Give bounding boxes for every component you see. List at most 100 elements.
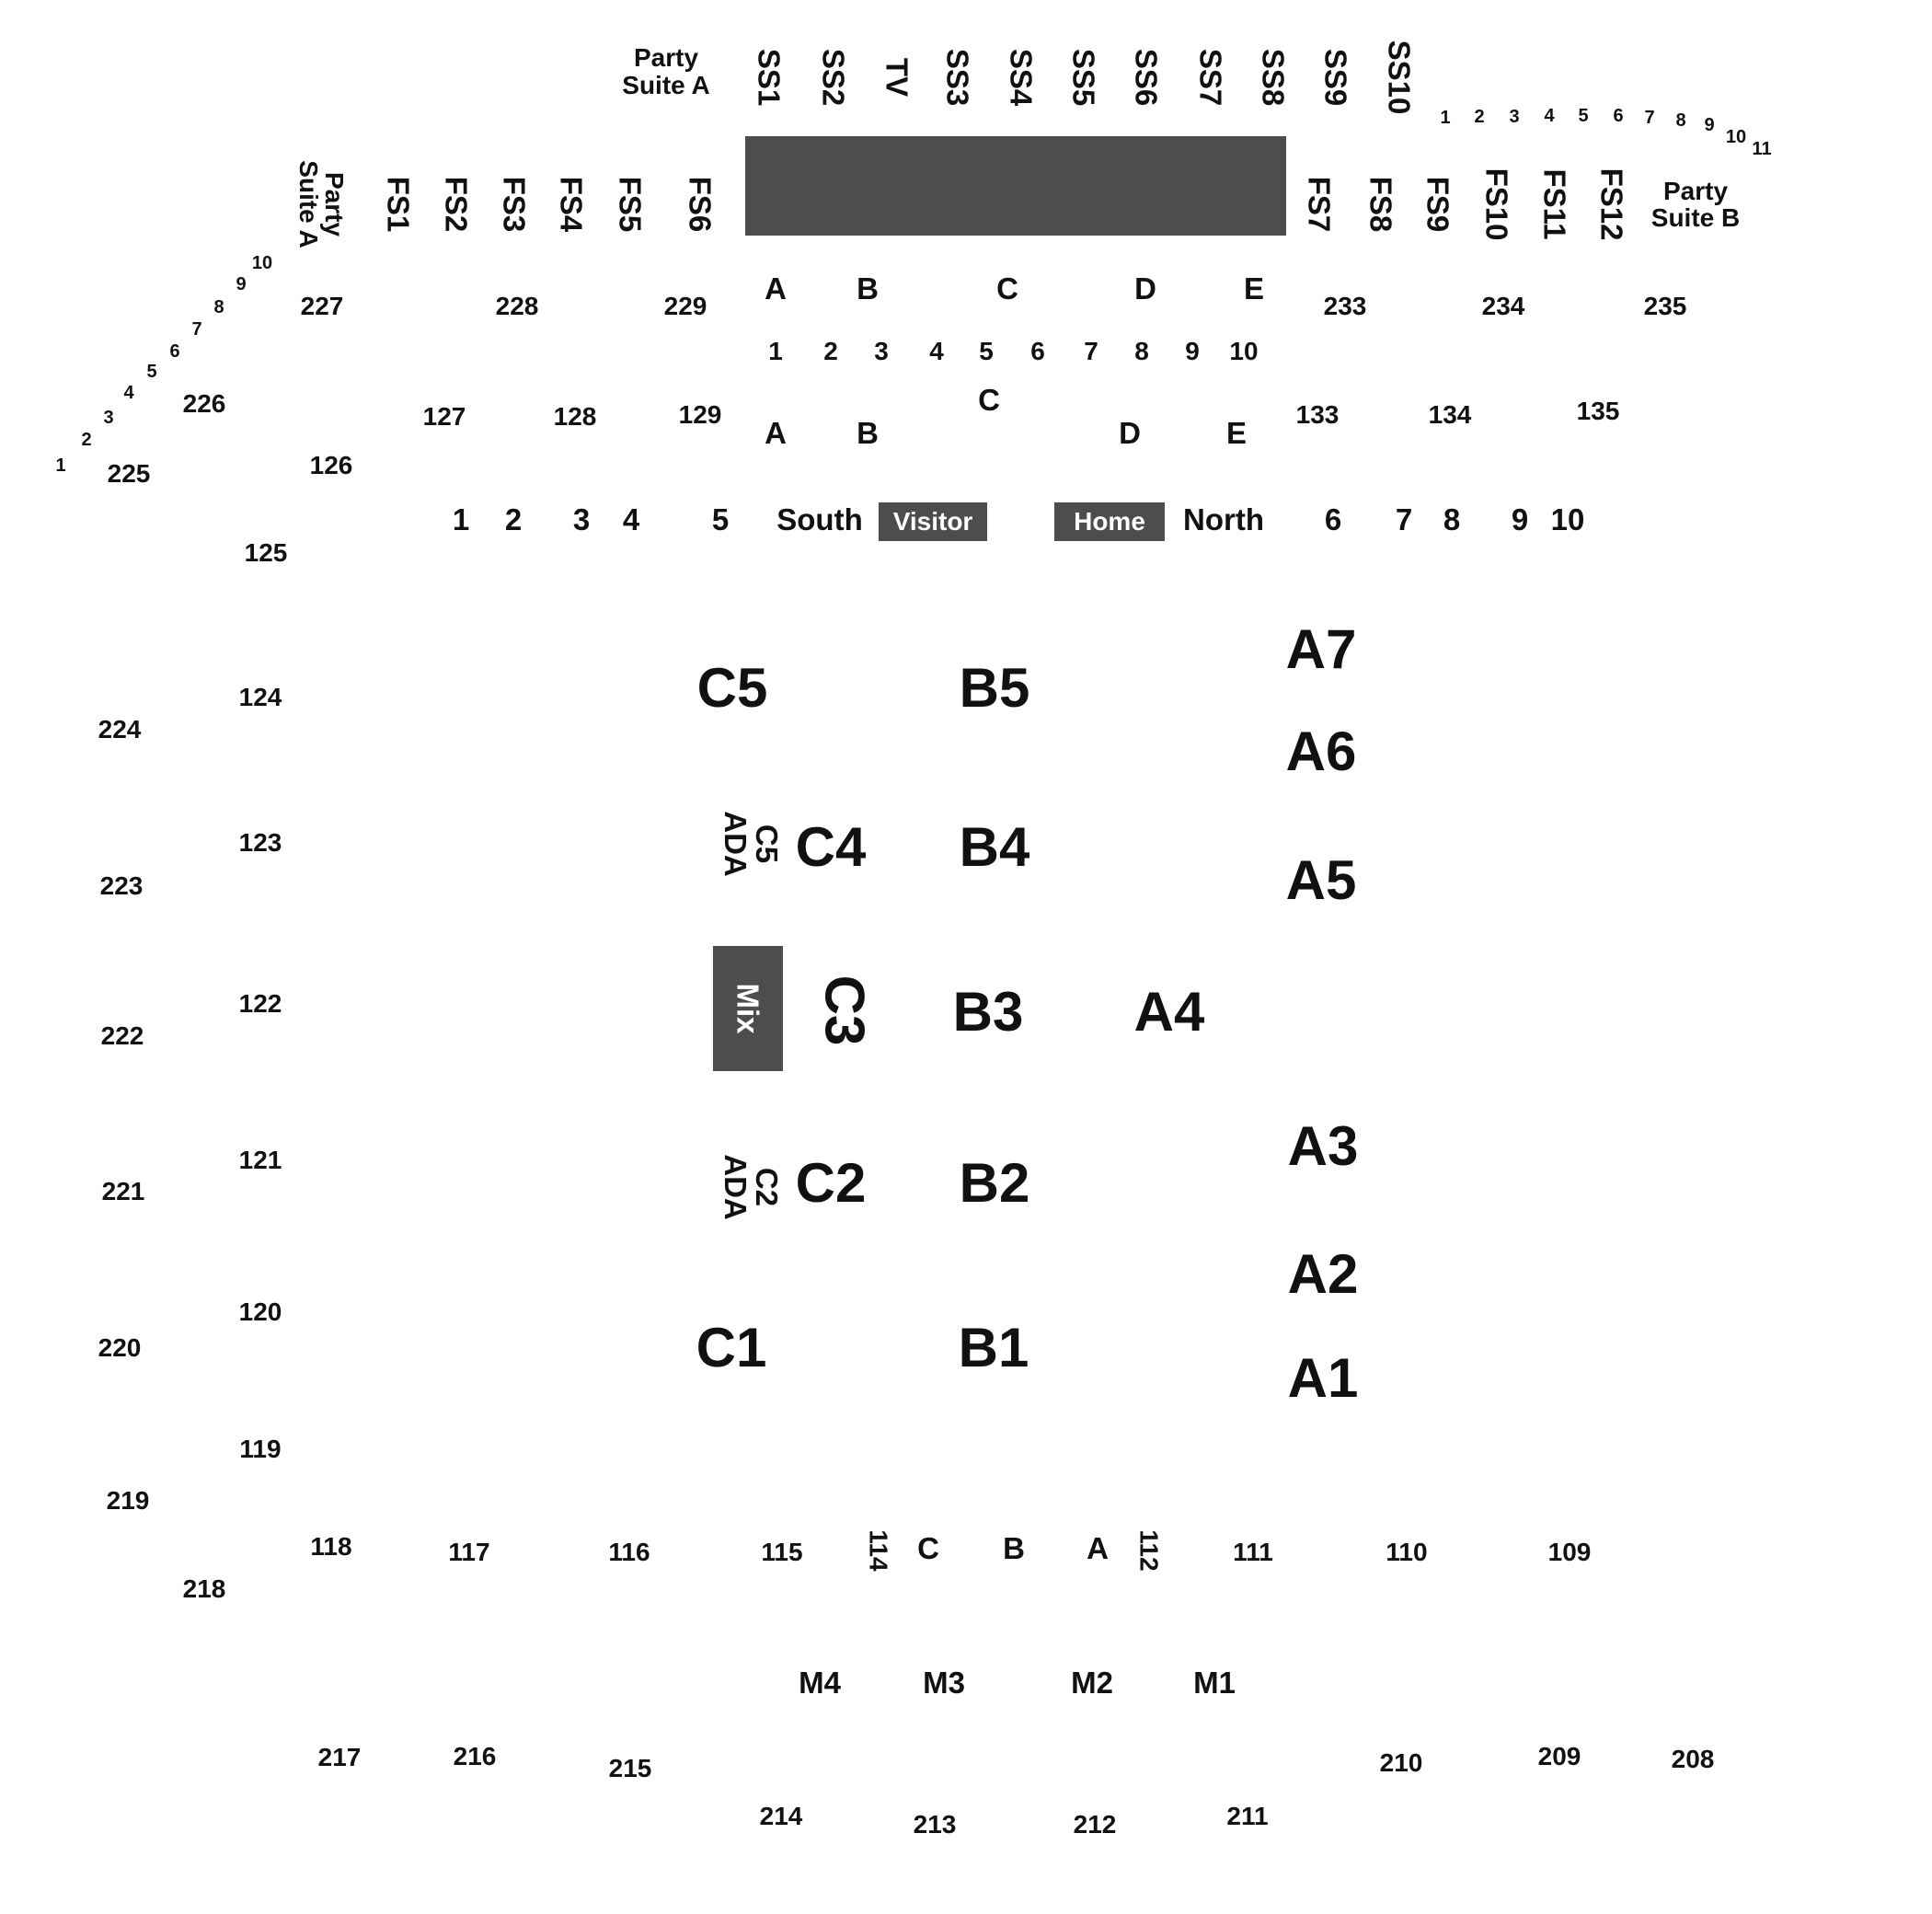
field-suite-fs2: FS2 <box>440 177 474 233</box>
floor-section-c1: C1 <box>696 1317 767 1378</box>
skybox-ss2: SS2 <box>817 49 851 106</box>
row-label: B <box>1003 1531 1025 1565</box>
ada-c5-label: C5 <box>750 824 784 863</box>
ada-c2-label: C2 <box>750 1168 784 1206</box>
section-125: 125 <box>245 538 288 567</box>
seat-number: 4 <box>1544 106 1555 126</box>
skybox-ss7: SS7 <box>1194 49 1228 106</box>
section-135: 135 <box>1577 397 1620 425</box>
section-114: 114 <box>865 1529 893 1572</box>
floor-section-c5: C5 <box>697 657 768 719</box>
mix-position-label: Mix <box>731 983 765 1034</box>
skybox-ss9: SS9 <box>1319 49 1353 106</box>
bench-number: 8 <box>1443 502 1460 536</box>
section-129: 129 <box>679 400 722 429</box>
floor-section-b4: B4 <box>960 816 1030 878</box>
center-number: 4 <box>929 337 944 365</box>
seat-number: 9 <box>236 274 246 294</box>
seat-number: 7 <box>1644 108 1654 128</box>
seat-number: 9 <box>1704 115 1714 135</box>
seat-number: 1 <box>55 455 65 476</box>
section-109: 109 <box>1548 1538 1592 1566</box>
center-number: 1 <box>768 337 783 365</box>
field-suite-fs5: FS5 <box>614 177 648 233</box>
section-220: 220 <box>98 1333 142 1362</box>
skybox-ss6: SS6 <box>1130 49 1164 106</box>
floor-section-a6: A6 <box>1286 721 1357 782</box>
floor-section-a5: A5 <box>1286 849 1357 911</box>
seat-number: 6 <box>1613 106 1623 126</box>
section-112: 112 <box>1135 1529 1164 1571</box>
section-126: 126 <box>310 451 353 479</box>
field-suite-fs3: FS3 <box>498 177 532 233</box>
section-217: 217 <box>318 1743 362 1771</box>
center-number: 8 <box>1134 337 1149 365</box>
section-229: 229 <box>664 292 707 320</box>
mix-position-box <box>713 946 783 1071</box>
section-216: 216 <box>454 1742 497 1770</box>
mezzanine-m3: M3 <box>923 1666 965 1700</box>
row-label: C <box>996 271 1018 306</box>
mezzanine-m4: M4 <box>799 1666 841 1700</box>
row-label: E <box>1226 416 1247 450</box>
field-suite-fs8: FS8 <box>1364 177 1398 233</box>
seat-number: 5 <box>1578 106 1588 126</box>
seat-number: 3 <box>1509 107 1519 127</box>
section-124: 124 <box>239 683 282 711</box>
seat-number: 8 <box>1675 110 1685 131</box>
section-213: 213 <box>914 1810 957 1839</box>
row-label: D <box>1119 416 1141 450</box>
section-208: 208 <box>1672 1745 1715 1773</box>
section-233: 233 <box>1324 292 1367 320</box>
bench-number: 5 <box>712 502 729 536</box>
center-number: 7 <box>1084 337 1098 365</box>
skybox-tv: TV <box>880 58 914 97</box>
bench-number: 10 <box>1551 502 1585 536</box>
section-226: 226 <box>183 389 226 418</box>
section-212: 212 <box>1074 1810 1117 1839</box>
row-label: A <box>765 271 787 306</box>
row-label: A <box>765 416 787 450</box>
floor-section-c2: C2 <box>796 1152 867 1214</box>
end-north: North <box>1183 502 1264 536</box>
floor-section-c3: C3 <box>814 975 876 1046</box>
row-label: E <box>1244 271 1264 306</box>
seat-number: 1 <box>1440 108 1450 128</box>
bench-number: 2 <box>505 502 522 536</box>
section-116: 116 <box>608 1538 650 1566</box>
center-number: 5 <box>979 337 994 365</box>
bench-number: 6 <box>1325 502 1341 536</box>
section-111: 111 <box>1233 1538 1273 1566</box>
seat-number: 10 <box>252 253 272 273</box>
section-127: 127 <box>423 402 466 431</box>
section-224: 224 <box>98 715 142 744</box>
floor-section-a7: A7 <box>1286 618 1357 680</box>
section-121: 121 <box>239 1146 282 1174</box>
section-235: 235 <box>1644 292 1687 320</box>
skybox-ss4: SS4 <box>1005 49 1039 107</box>
floor-section-b5: B5 <box>960 657 1030 719</box>
row-label: C <box>978 383 1000 417</box>
section-225: 225 <box>108 459 151 488</box>
skybox-ss5: SS5 <box>1067 49 1101 106</box>
field-suite-fs6: FS6 <box>684 177 718 233</box>
party-suite-a-label-side: Suite A <box>294 160 323 248</box>
floor-section-a1: A1 <box>1288 1347 1359 1409</box>
bench-number: 7 <box>1396 502 1412 536</box>
home-bench-label: Home <box>1074 507 1145 536</box>
section-211: 211 <box>1226 1802 1268 1830</box>
floor-section-b1: B1 <box>959 1317 1029 1378</box>
section-215: 215 <box>609 1754 652 1782</box>
section-115: 115 <box>761 1538 802 1566</box>
seat-number: 7 <box>191 319 201 340</box>
skybox-ss10: SS10 <box>1383 40 1417 115</box>
bench-number: 1 <box>453 502 469 536</box>
field-suite-fs1: FS1 <box>382 177 416 233</box>
floor-section-a4: A4 <box>1134 981 1205 1043</box>
end-south: South <box>776 502 862 536</box>
ada-c5-label: ADA <box>719 811 753 877</box>
party-suite-b-label: Party <box>1663 177 1728 205</box>
section-228: 228 <box>496 292 539 320</box>
center-number: 2 <box>823 337 838 365</box>
section-218: 218 <box>183 1574 226 1603</box>
